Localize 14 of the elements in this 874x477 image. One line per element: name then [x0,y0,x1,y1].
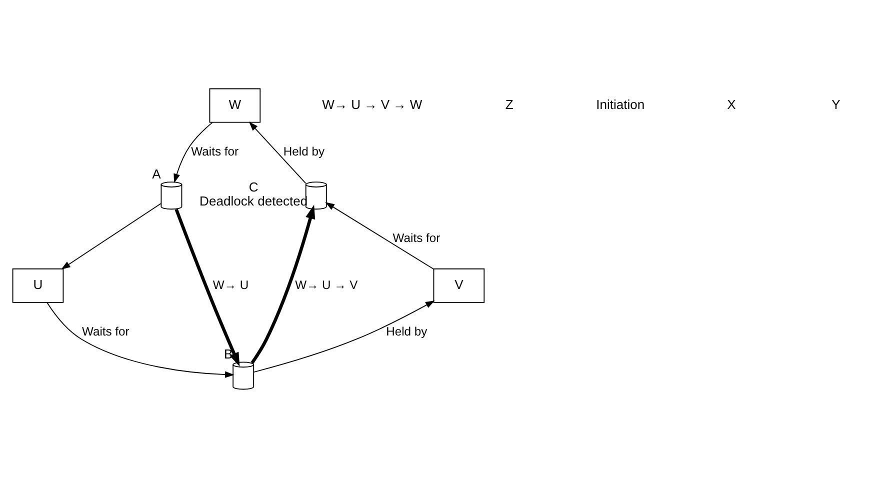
label: Initiation [596,96,645,112]
edge-label: Held by [386,324,428,338]
edge-label: W→ U [212,277,249,292]
edge-label: Waits for [82,324,130,338]
edge-label: Waits for [191,144,239,158]
edge-label: W→ U → V [295,277,358,292]
label: W→ U → V → W [322,96,422,112]
node-label: C [248,179,258,194]
edge-label: Waits for [392,230,440,245]
label: X [727,96,736,112]
label: Y [832,96,840,112]
node-label: A [152,166,161,182]
edge-label: Held by [283,144,325,158]
label: Z [505,96,514,112]
